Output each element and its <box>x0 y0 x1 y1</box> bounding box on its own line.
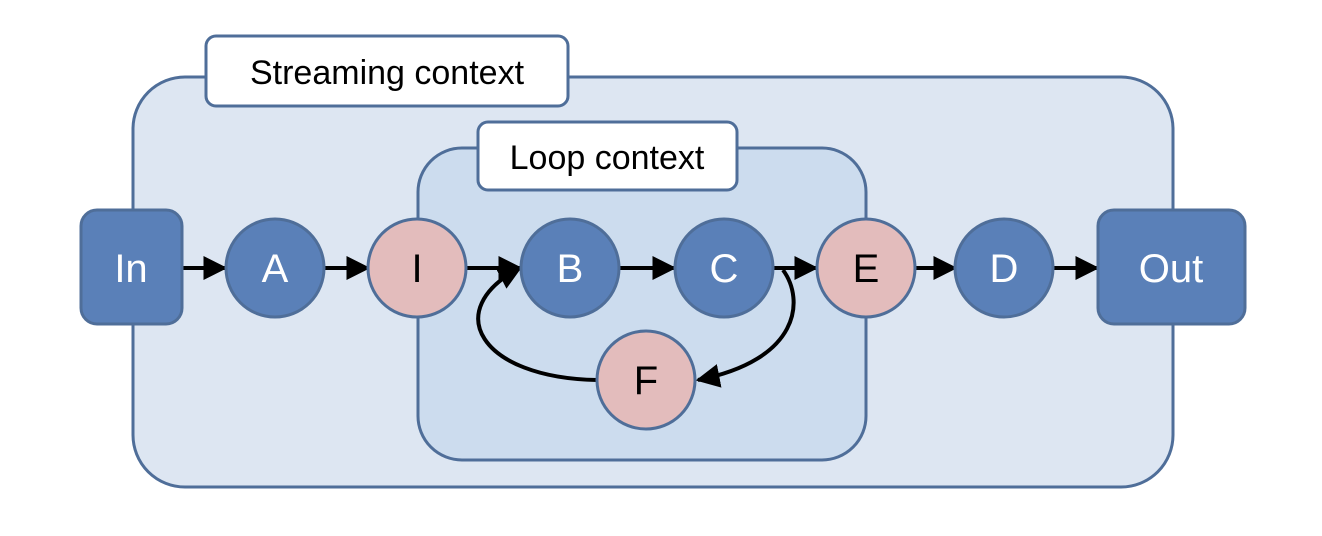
node-a-label: A <box>262 247 289 291</box>
node-i: I <box>366 217 468 319</box>
edges <box>182 256 1100 388</box>
loop-context-label: Loop context <box>510 139 705 177</box>
edge-c-f <box>695 268 796 388</box>
node-d-label: D <box>990 247 1019 291</box>
edge-f-b <box>476 266 598 382</box>
node-out-label: Out <box>1139 247 1203 291</box>
node-c-label: C <box>710 247 739 291</box>
node-a: A <box>224 217 326 319</box>
node-f-label: F <box>634 359 658 403</box>
node-in-label: In <box>114 247 147 291</box>
streaming-context-label: Streaming context <box>250 54 525 92</box>
streaming-context-label-box <box>204 34 570 108</box>
node-d: D <box>953 217 1055 319</box>
node-b: B <box>519 217 621 319</box>
node-out: Out <box>1096 208 1247 326</box>
loop-context-label-box <box>476 120 739 192</box>
node-b-label: B <box>557 247 584 291</box>
node-c: C <box>673 217 775 319</box>
node-e: E <box>815 217 917 319</box>
node-in: In <box>79 208 184 326</box>
node-f: F <box>595 329 697 431</box>
node-e-label: E <box>853 247 880 291</box>
node-i-label: I <box>411 247 422 291</box>
